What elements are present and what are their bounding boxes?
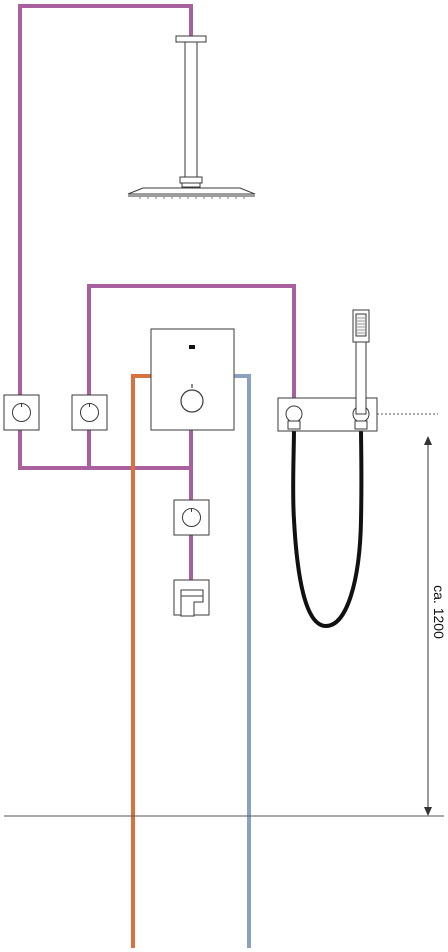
hand-shower-icon xyxy=(352,309,370,415)
shutoff-valve-left-icon xyxy=(3,394,40,431)
diverter-pipes xyxy=(18,4,296,582)
shutoff-valve-lower-icon xyxy=(173,499,210,536)
shutoff-valve-middle-icon xyxy=(71,394,108,431)
overhead-shower-icon xyxy=(127,35,256,199)
thermostat-mixer-icon xyxy=(150,328,235,431)
hot-water-pipe xyxy=(131,374,151,948)
dimension-label: ca. 1200 xyxy=(431,585,447,639)
overhead-supply-pipe xyxy=(18,4,193,470)
cold-water-pipe xyxy=(234,374,251,948)
shower-hose xyxy=(291,426,364,629)
handshower-supply-pipe xyxy=(87,284,296,468)
tub-spout-icon xyxy=(173,579,210,617)
height-dimension: ca. 1200 xyxy=(377,413,447,816)
